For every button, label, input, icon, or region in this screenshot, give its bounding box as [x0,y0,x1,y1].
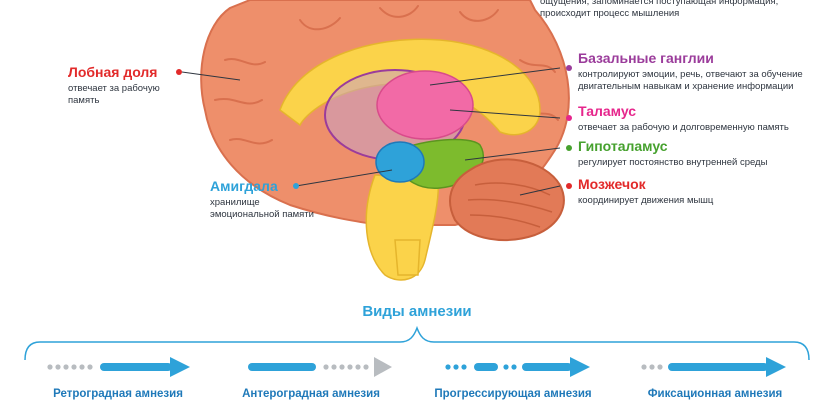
cerebellum-title: Мозжечок [578,176,646,192]
top-note-line2: происходит процесс мышления [540,8,680,19]
label-frontal-lobe: Лобная доля отвечает за рабочую память [68,64,160,107]
basal-ganglia-desc2: двигательным навыкам и хранение информац… [578,81,794,92]
spinal-cord [394,239,421,276]
cerebellum-shape [449,158,565,241]
frontal-lobe-desc2: память [68,95,100,106]
anterograde-arrow [248,357,392,377]
retrograde-arrow [47,357,190,377]
hypothalamus-title: Гипоталамус [578,138,668,154]
thalamus-desc: отвечает за рабочую и долговременную пам… [578,122,789,133]
amnesia-label-retrograde: Ретроградная амнезия [53,388,183,400]
progressive-arrow [445,357,590,377]
frontal-lobe-title: Лобная доля [68,64,158,80]
cerebellum-desc: координирует движения мышц [578,195,714,206]
amnesia-label-fixation: Фиксационная амнезия [647,388,783,400]
brainstem [365,174,440,281]
amnesia-bracket [24,325,810,361]
cerebellum-dot [566,183,572,189]
basal-ganglia-dot [566,65,572,71]
amygdala-shape [375,141,425,183]
amnesia-label-progressive: Прогрессирующая амнезия [434,388,592,400]
thalamus-title: Таламус [578,103,637,119]
label-thalamus: Таламус отвечает за рабочую и долговреме… [578,103,789,134]
amnesia-label-anterograde: Антероградная амнезия [242,388,380,400]
hypothalamus-desc: регулирует постоянство внутренней среды [578,157,768,168]
basal-ganglia-title: Базальные ганглии [578,50,714,66]
amygdala-desc1: хранилище [210,197,260,208]
hypothalamus-dot [566,145,572,151]
frontal-lobe-dot [176,69,182,75]
label-basal-ganglia: Базальные ганглии контролируют эмоции, р… [578,50,803,93]
amygdala-dot [293,183,299,189]
amygdala-desc2: эмоциональной памяти [210,209,314,220]
top-note-line1: ощущения, запоминается поступающая инфор… [540,0,779,7]
label-hypothalamus: Гипоталамус регулирует постоянство внутр… [578,138,767,169]
amnesia-title: Виды амнезии [362,303,472,320]
frontal-lobe-desc1: отвечает за рабочую [68,83,160,94]
basal-ganglia-desc1: контролируют эмоции, речь, отвечают за о… [578,69,803,80]
label-amygdala: Амигдала хранилище эмоциональной памяти [210,178,314,221]
fixation-arrow [641,357,786,377]
thalamus-dot [566,115,572,121]
connector-lines [181,67,561,196]
amygdala-title: Амигдала [210,178,278,194]
label-cerebellum: Мозжечок координирует движения мышц [578,176,713,207]
thalamus-shape [376,70,474,140]
top-note: ощущения, запоминается поступающая инфор… [540,0,778,20]
